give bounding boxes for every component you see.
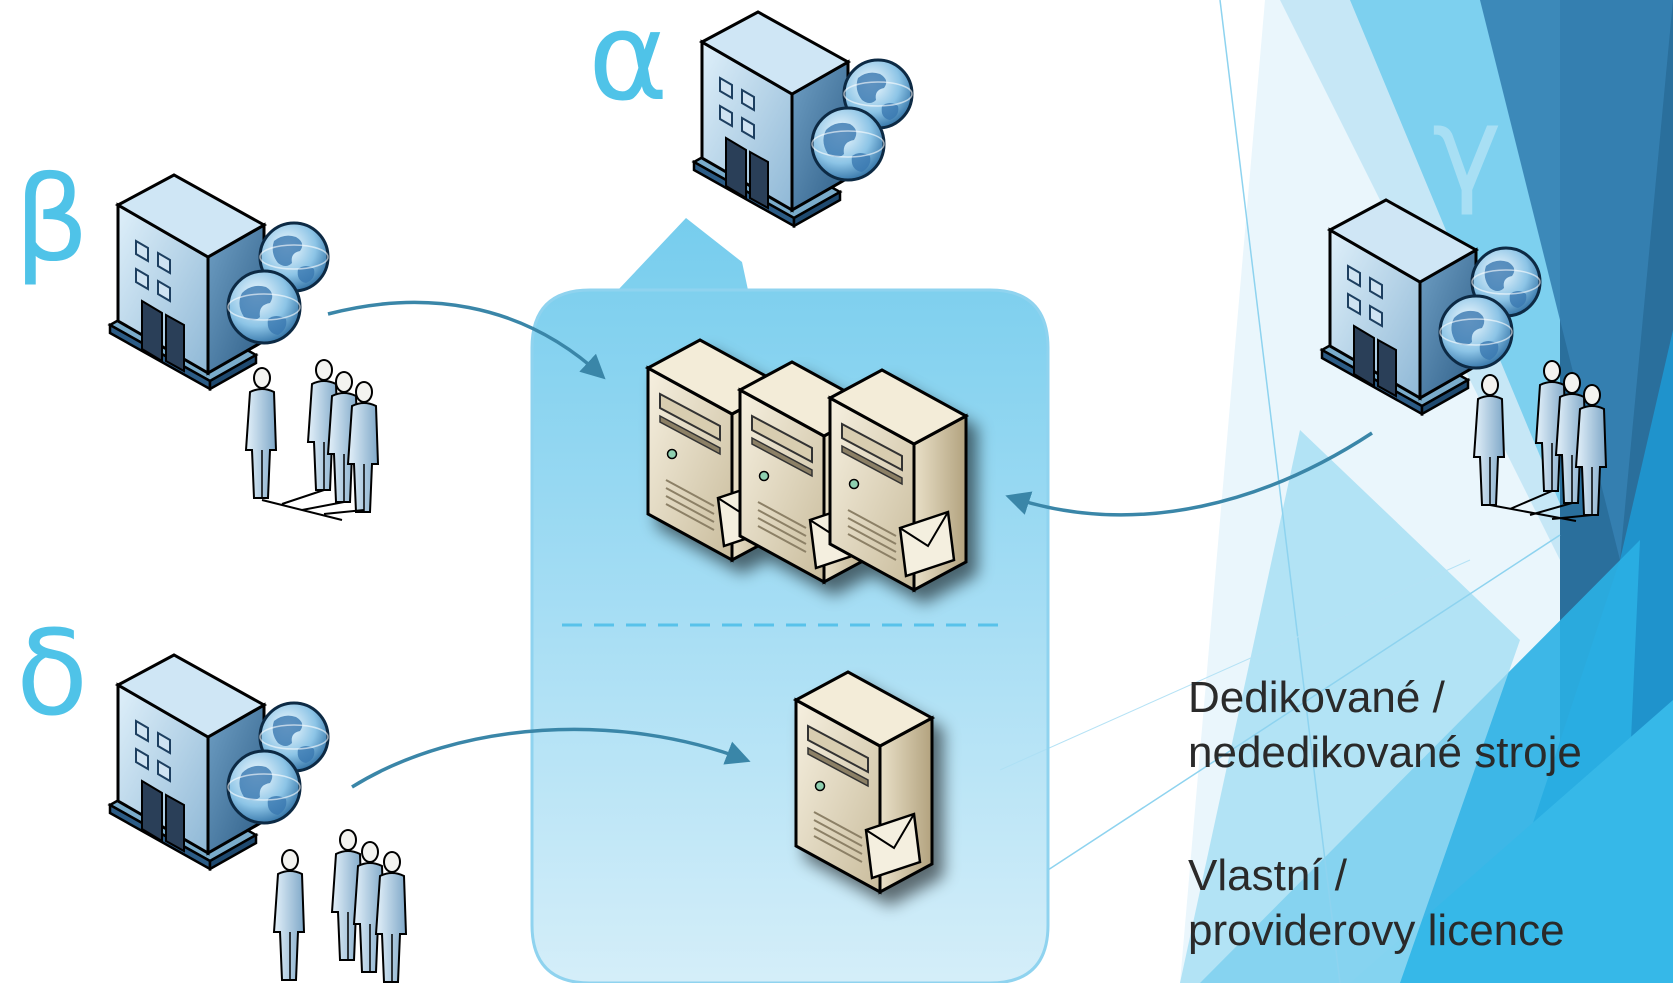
arrow-delta-to-server — [351, 727, 751, 789]
arrow-beta-to-cluster — [327, 300, 606, 380]
caption-dedicated: Dedikované / — [1188, 673, 1445, 722]
decorative-background-shapes — [999, 0, 1673, 983]
hosting-cloud-region — [530, 218, 1050, 983]
label-delta: δ — [16, 604, 89, 742]
users-group-gamma-icon — [1473, 360, 1607, 522]
label-beta: β — [14, 150, 90, 288]
connection-arrows — [327, 300, 1373, 789]
caption-own: Vlastní / — [1188, 851, 1347, 900]
caption-nondedicated: nededikované stroje — [1188, 728, 1582, 777]
caption-provider-licence: providerovy licence — [1188, 906, 1565, 955]
building-delta-icon — [108, 653, 330, 871]
label-alpha: α — [588, 0, 669, 128]
building-beta-icon — [108, 173, 330, 391]
users-group-beta-icon — [245, 359, 379, 521]
arrow-gamma-to-cluster — [1005, 431, 1373, 517]
label-gamma: γ — [1432, 80, 1502, 218]
users-group-delta-icon — [273, 829, 407, 983]
building-alpha-icon — [692, 10, 914, 228]
